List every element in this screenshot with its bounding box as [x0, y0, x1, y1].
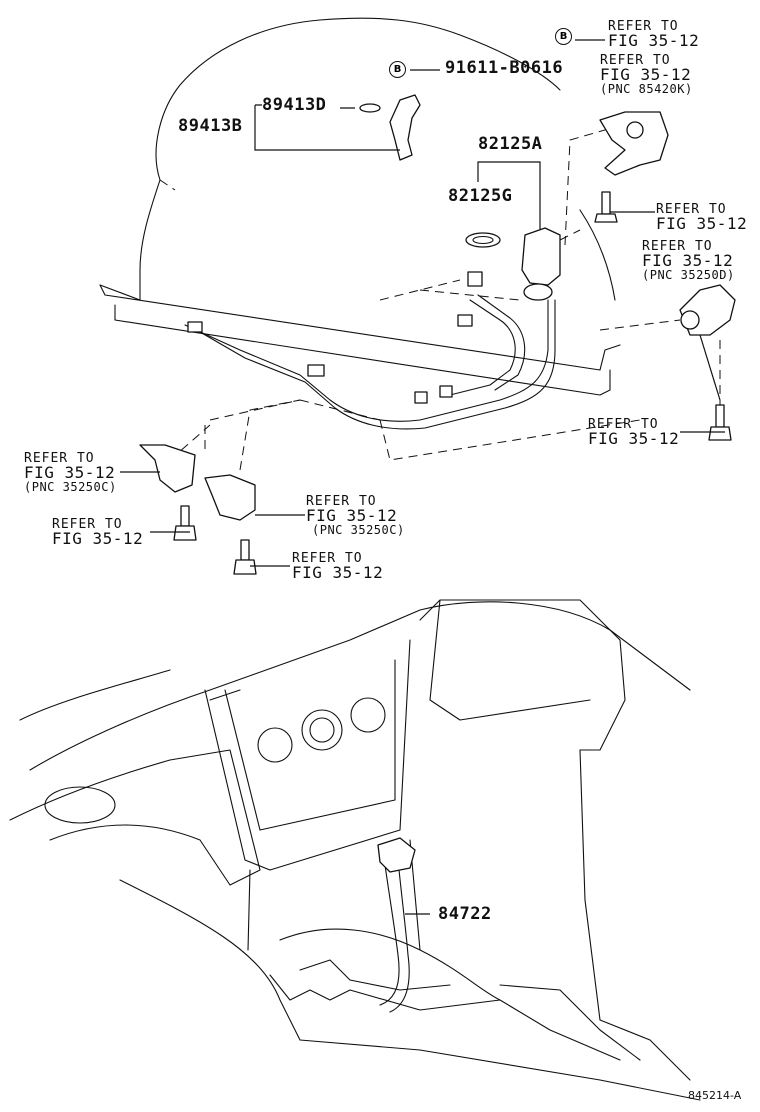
- wire-harness-branch: [199, 299, 556, 430]
- pnc-35250c: (PNC 35250C): [24, 480, 117, 494]
- harness-connector: [467, 271, 483, 287]
- part-number-89413b: 89413B: [178, 116, 243, 136]
- center-console: [119, 879, 701, 1101]
- speed-sensor-89413b: [389, 94, 421, 161]
- refer-label-bolt-lower: REFER TO FIG 35-12: [292, 552, 383, 581]
- figure-code: 845214-A: [688, 1089, 742, 1102]
- part-number-89413d: 89413D: [262, 95, 327, 115]
- shift-cable-84722: [379, 859, 410, 1013]
- refer-line: REFER TO: [24, 451, 95, 466]
- pnc-85420k: (PNC 85420K): [600, 82, 693, 96]
- housing-hidden-lines: [159, 179, 641, 461]
- harness-connector: [414, 391, 428, 404]
- harness-connector: [187, 321, 203, 333]
- fig-line: FIG 35-12: [292, 563, 384, 582]
- pnc-35250d: (PNC 35250D): [642, 268, 735, 282]
- shift-connector: [377, 837, 416, 873]
- refer-label-bolt-top: REFER TO FIG 35-12: [656, 203, 747, 232]
- o-ring-89413d: [359, 103, 381, 113]
- wire-harness-branch-upper: [449, 299, 516, 396]
- vent-knob: [350, 697, 386, 733]
- refer-label-35250c-left: REFER TO FIG 35-12 (PNC 35250C): [24, 452, 117, 493]
- wire-harness-branch-upper2: [477, 294, 526, 391]
- wire-harness-main: [184, 299, 549, 422]
- pnc-35250c: (PNC 35250C): [312, 523, 405, 537]
- refer-line: REFER TO: [642, 239, 713, 254]
- vent-knob: [257, 727, 293, 763]
- refer-label-bolt-left: REFER TO FIG 35-12: [52, 518, 143, 547]
- refer-line: REFER TO: [608, 19, 679, 34]
- leader-lines: [120, 39, 725, 915]
- refer-label-bolt-right: REFER TO FIG 35-12: [588, 418, 679, 447]
- bracket-bushing: [680, 310, 700, 330]
- fig-line: FIG 35-12: [656, 214, 748, 233]
- refer-label-top: REFER TO FIG 35-12: [608, 20, 699, 49]
- oring-82125g-inner: [472, 235, 494, 245]
- fig-line: FIG 35-12: [600, 65, 692, 84]
- dashboard-outline: [9, 601, 691, 886]
- part-number-84722: 84722: [438, 904, 492, 924]
- housing-right-edge: [579, 209, 616, 301]
- refer-line: REFER TO: [292, 551, 363, 566]
- refer-line: REFER TO: [52, 517, 123, 532]
- fig-line: FIG 35-12: [642, 251, 734, 270]
- mount-bracket-35250c: [139, 444, 196, 493]
- harness-connector: [307, 364, 325, 377]
- fig-line: FIG 35-12: [608, 31, 700, 50]
- bolt-group: [173, 191, 732, 575]
- harness-connector: [457, 314, 473, 327]
- part-number-91611: 91611-B0616: [445, 58, 564, 78]
- transmission-housing-outline: [99, 17, 621, 371]
- part-number-82125a: 82125A: [478, 134, 543, 154]
- refer-line: REFER TO: [306, 494, 377, 509]
- refer-label-35250c-right: REFER TO FIG 35-12 (PNC 35250C): [306, 495, 405, 536]
- glovebox-handle: [44, 786, 116, 824]
- oring-82125g: [465, 232, 501, 248]
- sensor-collar: [523, 283, 553, 301]
- mount-bracket-85420k: [599, 111, 669, 176]
- bracket-bushing: [626, 121, 644, 139]
- part-number-82125g: 82125G: [448, 186, 513, 206]
- refer-line: REFER TO: [588, 417, 659, 432]
- housing-lower-edge: [114, 304, 611, 396]
- console-wall: [247, 749, 601, 1021]
- refer-line: REFER TO: [600, 53, 671, 68]
- harness-connector: [439, 385, 453, 398]
- dashboard-center-panel: [204, 599, 626, 871]
- refer-label-35250d: REFER TO FIG 35-12 (PNC 35250D): [642, 240, 735, 281]
- callout-b-badge: B: [389, 61, 406, 78]
- fig-line: FIG 35-12: [588, 429, 680, 448]
- fig-line: FIG 35-12: [52, 529, 144, 548]
- vent-knob-inner: [309, 717, 335, 743]
- refer-label-85420k: REFER TO FIG 35-12 (PNC 85420K): [600, 54, 693, 95]
- vent-knob: [301, 709, 343, 751]
- refer-line: REFER TO: [656, 202, 727, 217]
- callout-b-badge: B: [555, 28, 572, 45]
- fig-line: FIG 35-12: [306, 506, 398, 525]
- fig-line: FIG 35-12: [24, 463, 116, 482]
- mount-bracket-35250c-2: [204, 474, 256, 521]
- sensor-82125a: [521, 227, 561, 286]
